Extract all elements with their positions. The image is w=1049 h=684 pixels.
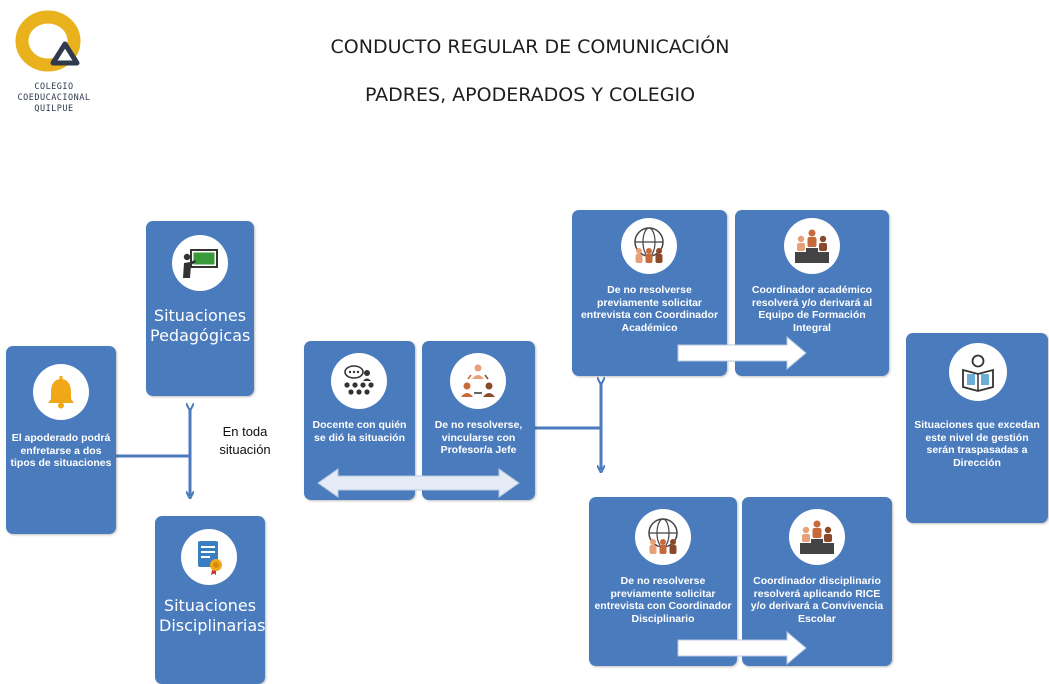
- box-situaciones-disciplinarias: Situaciones Disciplinarias: [155, 516, 266, 684]
- label-en-toda-situacion: En toda situación: [219, 424, 271, 457]
- box-docente: Docente con quién se dió la situación: [304, 341, 415, 500]
- convivencia-text: Coordinador disciplinario resolverá apli…: [750, 575, 884, 625]
- bell-icon: [33, 364, 89, 420]
- title-line-2: PADRES, APODERADOS Y COLEGIO: [364, 84, 696, 106]
- globe-people-icon-2: [635, 509, 691, 565]
- pedagogicas-text: Situaciones Pedagógicas: [150, 306, 251, 345]
- title-line-1: CONDUCTO REGULAR DE COMUNICACIÓN: [330, 36, 730, 58]
- box-profesor-jefe: De no resolverse, vincularse con Profeso…: [422, 341, 535, 500]
- box-coordinador-disciplinario: De no resolverse previamente solicitar e…: [589, 497, 737, 666]
- box-coordinador-academico: De no resolverse previamente solicitar e…: [572, 210, 727, 376]
- logo-line-3: QUILPUE: [34, 104, 74, 114]
- coordinador-disciplinario-text: De no resolverse previamente solicitar e…: [594, 575, 732, 625]
- box-apoderado: El apoderado podrá enfretarse a dos tipo…: [6, 346, 116, 534]
- disciplinarias-text: Situaciones Disciplinarias: [159, 596, 266, 635]
- logo-text: COLEGIO COEDUCACIONAL QUILPUE: [8, 82, 100, 115]
- box-convivencia-escolar: Coordinador disciplinario resolverá apli…: [742, 497, 892, 666]
- teacher-board-icon: [172, 235, 228, 291]
- reader-icon: [949, 343, 1007, 401]
- people-cycle-icon: [450, 353, 506, 409]
- certificate-icon: [181, 529, 237, 585]
- logo-line-1: COLEGIO: [34, 82, 74, 92]
- equipo-formacion-text: Coordinador académico resolverá y/o deri…: [751, 284, 873, 334]
- podium-people-icon-2: [789, 509, 845, 565]
- group-chat-icon: [331, 353, 387, 409]
- globe-people-icon: [621, 218, 677, 274]
- school-logo: COLEGIO COEDUCACIONAL QUILPUE: [8, 8, 100, 130]
- direccion-text: Situaciones que excedan este nivel de ge…: [914, 419, 1040, 469]
- box-situaciones-pedagogicas: Situaciones Pedagógicas: [146, 221, 254, 396]
- logo-mark-icon: [15, 10, 81, 72]
- box-direccion: Situaciones que excedan este nivel de ge…: [906, 333, 1048, 523]
- podium-people-icon: [784, 218, 840, 274]
- docente-text: Docente con quién se dió la situación: [312, 419, 407, 444]
- coordinador-academico-text: De no resolverse previamente solicitar e…: [580, 284, 719, 334]
- box-equipo-formacion: Coordinador académico resolverá y/o deri…: [735, 210, 889, 376]
- logo-line-2: COEDUCACIONAL: [17, 93, 91, 103]
- apoderado-text: El apoderado podrá enfretarse a dos tipo…: [10, 432, 112, 469]
- profesor-jefe-text: De no resolverse, vincularse con Profeso…: [434, 419, 523, 456]
